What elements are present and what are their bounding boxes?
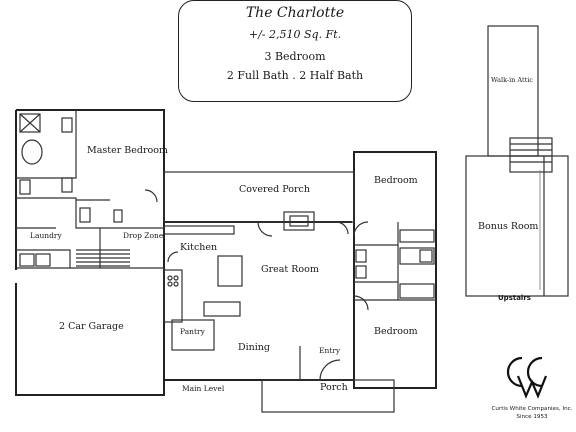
plan-title-box: The Charlotte +/- 2,510 Sq. Ft. 3 Bedroo…	[178, 0, 412, 102]
company-since: Since 1953	[516, 414, 548, 420]
company-credit: Curtis White Companies, Inc. Since 1953	[488, 405, 576, 421]
master-wing-walls	[16, 109, 165, 270]
bath-count: 2 Full Bath . 2 Half Bath	[226, 69, 364, 82]
room-label-master-bedroom: Master Bedroom	[87, 145, 168, 156]
room-label-great-room: Great Room	[261, 264, 319, 275]
room-label-covered-porch: Covered Porch	[239, 184, 310, 195]
room-label-pantry: Pantry	[180, 327, 205, 336]
room-label-bedroom-upper: Bedroom	[374, 175, 418, 186]
covered-porch-outline	[163, 171, 355, 223]
fireplace	[283, 211, 315, 231]
room-label-porch: Porch	[320, 382, 348, 393]
room-label-bonus-room: Bonus Room	[478, 221, 539, 232]
room-label-entry: Entry	[319, 346, 341, 355]
room-label-garage: 2 Car Garage	[59, 321, 124, 332]
kitchen-island	[217, 255, 243, 287]
walk-in-attic-outline	[487, 25, 539, 157]
room-label-kitchen: Kitchen	[180, 242, 218, 253]
company-name: Curtis White Companies, Inc.	[491, 406, 573, 412]
plan-name: The Charlotte	[245, 5, 345, 21]
pantry-outline	[171, 319, 215, 351]
room-label-walk-in-attic: Walk-in Attic	[491, 76, 533, 84]
main-level-label: Main Level	[182, 384, 225, 393]
upstairs-label: Upstairs	[498, 294, 531, 302]
room-label-dining: Dining	[238, 342, 271, 353]
front-porch-outline	[261, 379, 395, 413]
bedroom-count: 3 Bedroom	[264, 50, 326, 63]
left-bedroom-wing	[353, 151, 437, 389]
company-logo	[506, 356, 548, 399]
square-footage: +/- 2,510 Sq. Ft.	[248, 28, 342, 41]
room-label-bedroom-lower: Bedroom	[374, 326, 418, 337]
room-label-drop-zone: Drop Zone	[123, 231, 164, 240]
room-label-laundry: Laundry	[30, 231, 62, 240]
